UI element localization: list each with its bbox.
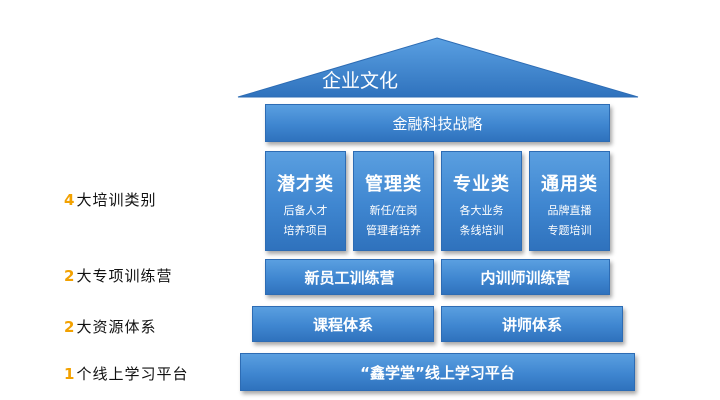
pillar-qiancai: 潜才类 后备人才 培养项目 — [265, 151, 346, 251]
online-platform-bar: “鑫学堂”线上学习平台 — [240, 353, 635, 391]
pillar-desc: 后备人才 培养项目 — [284, 201, 328, 241]
strategy-label: 金融科技战略 — [392, 114, 483, 133]
system-lecturer: 讲师体系 — [441, 306, 623, 342]
side-label-online-platform: 1个线上学习平台 — [64, 363, 188, 384]
platform-label: “鑫学堂”线上学习平台 — [360, 363, 515, 382]
pillar-tongyong: 通用类 品牌直播 专题培训 — [529, 151, 610, 251]
pillar-title: 通用类 — [541, 174, 598, 195]
side-label-number: 2 — [64, 318, 76, 336]
side-label-resource-systems: 2大资源体系 — [64, 316, 156, 337]
side-label-number: 4 — [64, 191, 76, 209]
camp-new-employee: 新员工训练营 — [265, 259, 434, 295]
pillar-desc-line: 新任/在岗 — [369, 204, 418, 217]
side-label-number: 1 — [64, 365, 76, 383]
camp-label: 内训师训练营 — [480, 268, 571, 287]
pillar-desc-line: 条线培训 — [459, 224, 504, 237]
pillar-zhuanye: 专业类 各大业务 条线培训 — [441, 151, 522, 251]
side-label-text: 大专项训练营 — [76, 267, 173, 285]
side-label-text: 大培训类别 — [76, 191, 157, 209]
pillar-desc-line: 各大业务 — [459, 204, 504, 217]
side-label-training-camps: 2大专项训练营 — [64, 265, 172, 286]
system-label: 课程体系 — [312, 315, 373, 334]
pillar-desc-line: 培养项目 — [283, 224, 328, 237]
camp-internal-trainer: 内训师训练营 — [441, 259, 610, 295]
system-label: 讲师体系 — [501, 315, 562, 334]
side-label-number: 2 — [64, 267, 76, 285]
system-course: 课程体系 — [252, 306, 434, 342]
pillar-desc-line: 品牌直播 — [547, 204, 592, 217]
pillar-title: 管理类 — [365, 174, 422, 195]
pillar-title: 专业类 — [453, 174, 510, 195]
pillar-desc: 品牌直播 专题培训 — [548, 201, 592, 241]
pillar-guanli: 管理类 新任/在岗 管理者培养 — [353, 151, 434, 251]
pillar-title: 潜才类 — [277, 174, 334, 195]
strategy-bar: 金融科技战略 — [265, 104, 610, 142]
pillar-desc: 各大业务 条线培训 — [460, 201, 504, 241]
roof-triangle — [237, 37, 639, 98]
pillar-desc-line: 后备人才 — [283, 204, 328, 217]
pillar-desc-line: 管理者培养 — [366, 224, 421, 237]
side-label-text: 大资源体系 — [76, 318, 157, 336]
pillar-desc: 新任/在岗 管理者培养 — [366, 201, 421, 241]
camp-label: 新员工训练营 — [304, 268, 395, 287]
side-label-text: 个线上学习平台 — [76, 365, 189, 383]
pillar-desc-line: 专题培训 — [547, 224, 592, 237]
side-label-training-categories: 4大培训类别 — [64, 189, 156, 210]
roof-label: 企业文化 — [321, 70, 398, 92]
